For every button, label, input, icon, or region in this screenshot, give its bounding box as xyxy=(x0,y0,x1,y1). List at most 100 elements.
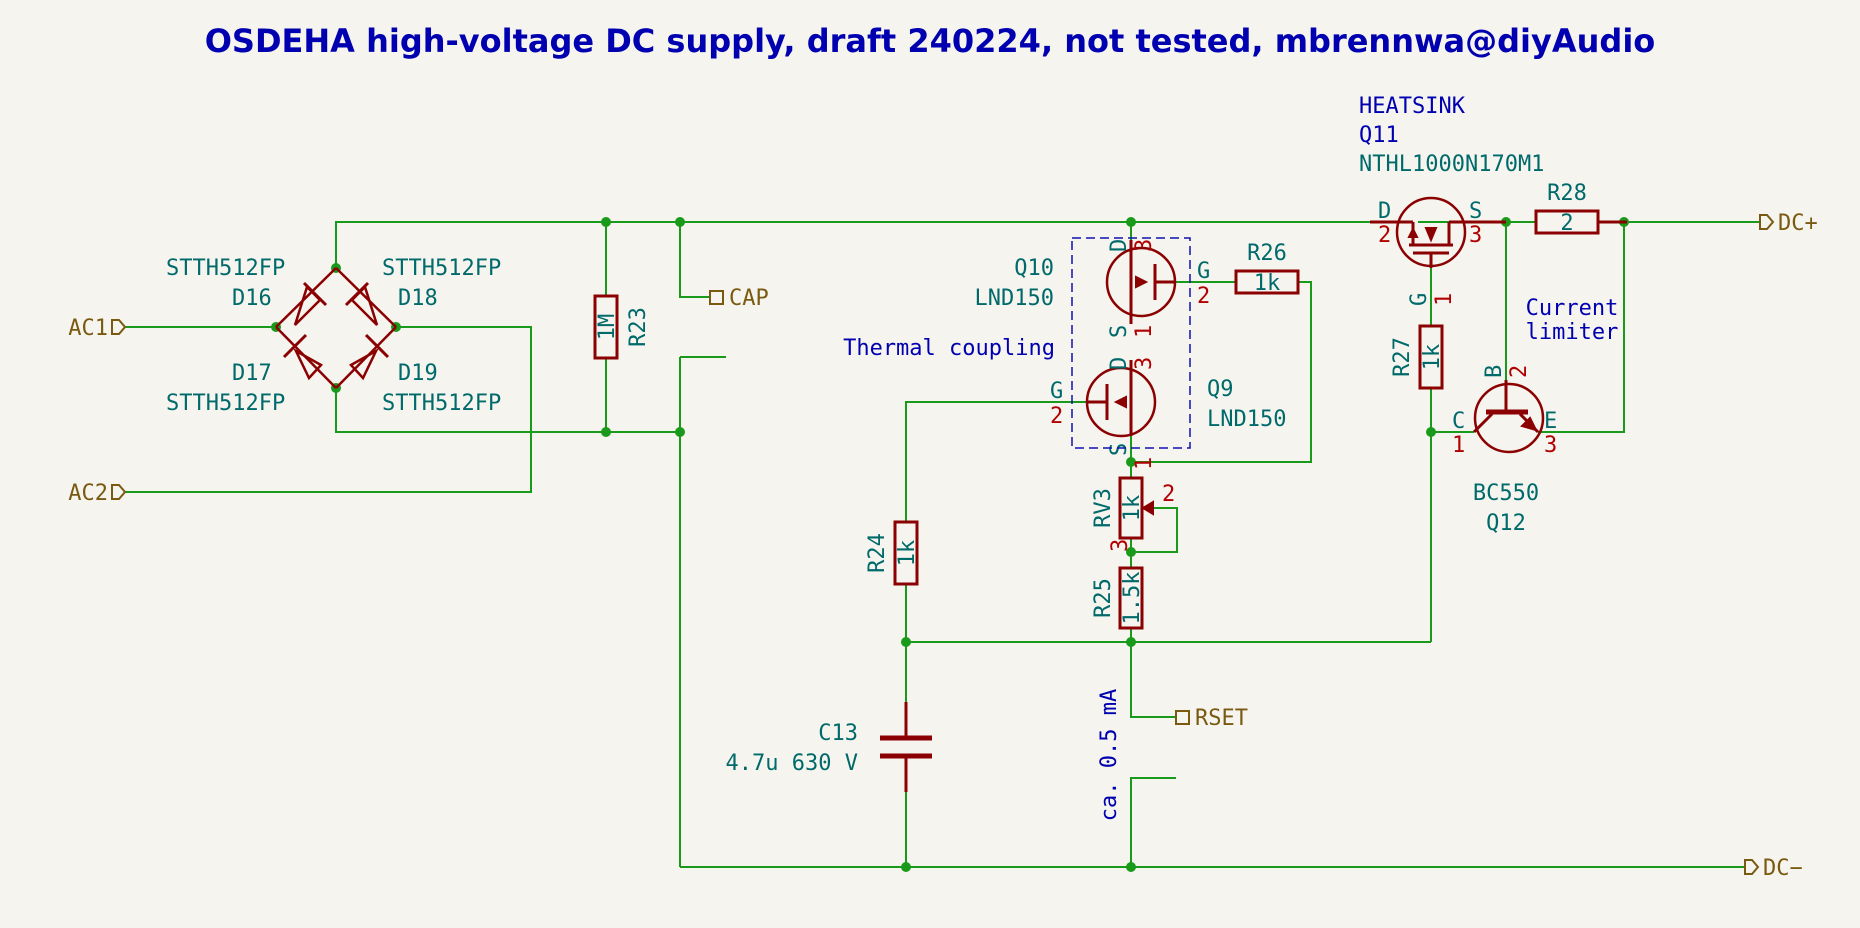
q9-pin-d: D xyxy=(1107,357,1132,370)
resistor-r24[interactable]: 1k R24 xyxy=(865,520,920,586)
port-cap[interactable]: CAP xyxy=(709,286,769,311)
d16-value: STTH512FP xyxy=(166,256,285,281)
port-dc-plus[interactable]: DC+ xyxy=(1759,211,1818,236)
q10-pin-d: D xyxy=(1107,239,1132,252)
port-ac1-label: AC1 xyxy=(68,316,108,341)
thermal-coupling-label: Thermal coupling xyxy=(843,336,1055,361)
r24-value: 1k xyxy=(895,540,920,567)
r27-value: 1k xyxy=(1420,344,1445,371)
r23-value: 1M xyxy=(595,314,620,341)
q10-ref: Q10 xyxy=(1014,256,1054,281)
port-dc-plus-label: DC+ xyxy=(1778,211,1818,236)
q10-pin-s: S xyxy=(1107,325,1132,338)
diode-d17[interactable] xyxy=(275,326,337,389)
diode-icon xyxy=(293,347,323,381)
r28-ref: R28 xyxy=(1547,181,1587,206)
test-point-icon xyxy=(709,290,724,305)
rv3-pin-2: 2 xyxy=(1162,482,1175,507)
junction-dot xyxy=(1126,547,1136,557)
potentiometer-rv3[interactable]: 1k RV3 2 3 xyxy=(1091,476,1175,552)
resistor-r27[interactable]: 1k R27 xyxy=(1390,324,1445,390)
resistor-r25[interactable]: 1.5k R25 xyxy=(1091,566,1145,630)
c13-ref: C13 xyxy=(818,721,858,746)
d17-ref: D17 xyxy=(232,361,272,386)
q10-value: LND150 xyxy=(975,286,1054,311)
q9-value: LND150 xyxy=(1207,407,1286,432)
mosfet-q9[interactable]: Q9 LND150 G 2 D 3 S 1 xyxy=(1050,357,1286,470)
r27-ref: R27 xyxy=(1390,337,1415,377)
q12-pin-c: C xyxy=(1452,409,1465,434)
junction-dot xyxy=(675,427,685,437)
diode-d16[interactable] xyxy=(275,267,337,328)
output-port-icon xyxy=(1744,859,1760,875)
q11-heatsink-note: HEATSINK xyxy=(1359,94,1466,119)
r26-ref: R26 xyxy=(1247,241,1287,266)
junction-dot xyxy=(675,217,685,227)
q12-pin-e: E xyxy=(1544,409,1557,434)
q12-ref: Q12 xyxy=(1486,511,1526,536)
junction-dot xyxy=(901,637,911,647)
q9-ref: Q9 xyxy=(1207,377,1234,402)
junction-dot xyxy=(1426,427,1436,437)
c13-value: 4.7u 630 V xyxy=(726,751,858,776)
resistor-r26[interactable]: 1k R26 xyxy=(1234,241,1300,296)
port-ac2-label: AC2 xyxy=(68,481,108,506)
q10-pin-g: G xyxy=(1197,259,1210,284)
diode-d18[interactable] xyxy=(335,267,397,328)
mosfet-q10[interactable]: Q10 LND150 G 2 D 3 S 1 xyxy=(975,239,1211,338)
resistor-icon xyxy=(1234,269,1300,295)
d17-value: STTH512FP xyxy=(166,391,285,416)
junction-dot xyxy=(1126,637,1136,647)
transistor-q12[interactable]: B 2 C 1 E 3 BC550 Q12 Current limiter xyxy=(1452,296,1618,536)
resistor-icon xyxy=(593,294,619,360)
port-rset[interactable]: RSET xyxy=(1131,706,1248,731)
input-port-icon xyxy=(111,484,127,500)
rv3-value: 1k xyxy=(1120,495,1145,522)
current-limiter-label-1: Current xyxy=(1526,296,1619,321)
diode-d19[interactable] xyxy=(335,326,397,389)
q12-pin-2: 2 xyxy=(1507,365,1532,378)
q11-pin-s: S xyxy=(1469,199,1482,224)
junction-dot xyxy=(901,862,911,872)
junction-dot xyxy=(1126,217,1136,227)
q11-pin-1: 1 xyxy=(1432,293,1457,306)
mosfet-q11[interactable]: HEATSINK Q11 NTHL1000N170M1 D 2 S 3 G 1 xyxy=(1359,94,1544,306)
rv3-pin-3: 3 xyxy=(1108,539,1133,552)
port-dc-minus[interactable]: DC− xyxy=(1744,856,1803,881)
current-annotation: ca. 0.5 mA xyxy=(1097,689,1122,821)
mosfet-icon xyxy=(1085,366,1157,438)
resistor-r23[interactable]: 1M R23 xyxy=(593,294,651,360)
resistor-icon xyxy=(893,520,919,586)
rv3-ref: RV3 xyxy=(1091,488,1116,528)
q9-pin-1: 1 xyxy=(1132,457,1157,470)
r23-ref: R23 xyxy=(626,307,651,347)
q11-ref: Q11 xyxy=(1359,123,1399,148)
q11-value: NTHL1000N170M1 xyxy=(1359,152,1544,177)
r24-ref: R24 xyxy=(865,533,890,573)
thermal-coupling-group: Thermal coupling xyxy=(843,237,1191,449)
capacitor-c13[interactable]: C13 4.7u 630 V xyxy=(726,702,932,792)
diode-icon xyxy=(349,347,379,381)
r28-value: 2 xyxy=(1560,211,1573,236)
d18-value: STTH512FP xyxy=(382,256,501,281)
q10-pin-3: 3 xyxy=(1132,239,1157,252)
resistor-icon xyxy=(1118,566,1144,630)
resistor-r28[interactable]: 2 R28 xyxy=(1534,181,1627,236)
port-ac2[interactable]: AC2 xyxy=(68,481,127,506)
q9-pin-3: 3 xyxy=(1132,357,1157,370)
q11-pin-2: 2 xyxy=(1378,223,1391,248)
junction-dot xyxy=(1126,862,1136,872)
q12-pin-b: B xyxy=(1482,365,1507,378)
port-ac1[interactable]: AC1 xyxy=(68,316,127,341)
port-rset-label: RSET xyxy=(1195,706,1248,731)
output-port-icon xyxy=(1759,214,1775,230)
r25-ref: R25 xyxy=(1091,578,1116,618)
test-point-icon xyxy=(1175,710,1190,725)
q9-pin-2: 2 xyxy=(1050,404,1063,429)
resistor-icon xyxy=(1418,324,1444,390)
q9-pin-g: G xyxy=(1050,379,1063,404)
bridge-rectifier: STTH512FP D16 STTH512FP D18 D17 STTH512F… xyxy=(166,256,501,416)
port-cap-label: CAP xyxy=(729,286,769,311)
wires xyxy=(124,221,1760,868)
